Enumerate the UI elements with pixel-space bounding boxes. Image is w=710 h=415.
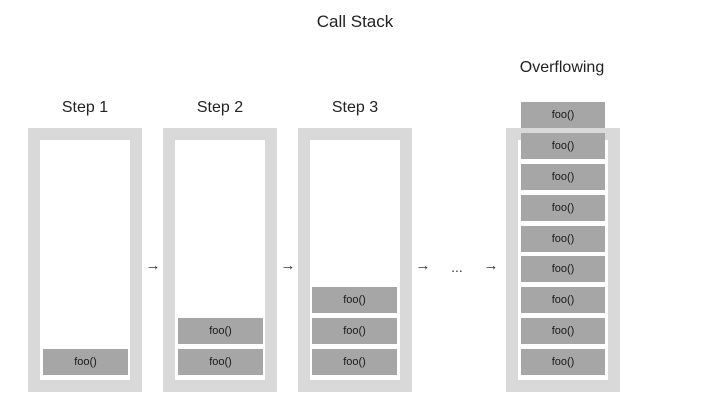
overflowing-frame-9: foo() (521, 102, 605, 128)
step-3-label: Step 3 (331, 99, 379, 116)
overflowing-label: Overflowing (519, 59, 605, 76)
step-2-frame-1: foo() (178, 349, 263, 375)
overflowing-frame-2: foo() (521, 318, 605, 344)
overflowing-frame-5: foo() (521, 226, 605, 252)
arrow-1: → (145, 257, 161, 274)
arrow-2: → (280, 257, 296, 274)
step-3-frame-3: foo() (312, 287, 397, 313)
ellipsis: ... (451, 259, 463, 275)
overflowing-frame-8: foo() (521, 133, 605, 159)
arrow-3: → (415, 257, 431, 274)
step-2-stack-inner (175, 140, 265, 380)
arrow-4: → (483, 257, 499, 274)
step-3-frame-1: foo() (312, 349, 397, 375)
step-3-frame-2: foo() (312, 318, 397, 344)
step-3-stack (298, 128, 412, 392)
step-2-frame-2: foo() (178, 318, 263, 344)
overflowing-frame-1: foo() (521, 349, 605, 375)
overflowing-frame-3: foo() (521, 287, 605, 313)
overflowing-frame-6: foo() (521, 195, 605, 221)
step-3-stack-inner (310, 140, 400, 380)
overflowing-frame-7: foo() (521, 164, 605, 190)
step-1-label: Step 1 (61, 99, 109, 116)
step-2-label: Step 2 (196, 99, 244, 116)
diagram-title: Call Stack (316, 12, 394, 31)
overflowing-frame-4: foo() (521, 256, 605, 282)
step-1-stack-inner (40, 140, 130, 380)
step-1-frame-1: foo() (43, 349, 128, 375)
step-1-stack (28, 128, 142, 392)
